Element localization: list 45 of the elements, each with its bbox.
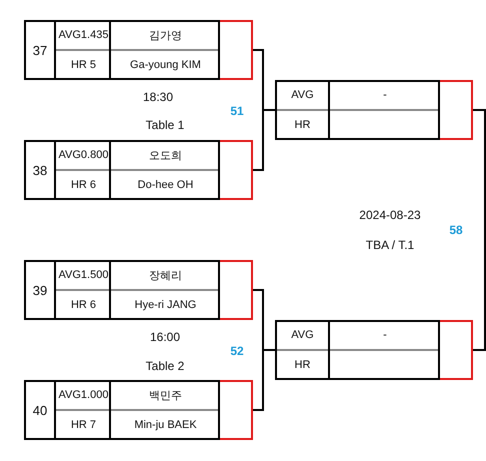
- match-time: 16:00: [150, 330, 180, 344]
- table-label: Table 2: [146, 359, 184, 373]
- average-score: AVG0.800: [58, 148, 109, 163]
- table-label: TBA / T.1: [366, 238, 414, 252]
- match-time: 18:30: [142, 90, 174, 104]
- average-label: AVG: [290, 328, 315, 343]
- bracket-entry: [275, 80, 473, 140]
- bracket-entry: [275, 320, 473, 380]
- player-name: Do-hee OH: [136, 178, 194, 193]
- average-score: AVG1.435: [58, 28, 109, 43]
- player-name: Ga-young KIM: [129, 58, 202, 73]
- high-run: HR 6: [70, 178, 98, 193]
- high-run: HR 5: [70, 58, 98, 73]
- average-label: AVG: [290, 88, 315, 103]
- placeholder-dash: -: [382, 88, 388, 103]
- seed-number: 37: [32, 42, 48, 60]
- player-name: 오도희: [148, 148, 183, 164]
- bracket-line: [253, 349, 275, 411]
- high-run: HR 6: [70, 298, 98, 313]
- high-run-label: HR: [294, 118, 312, 133]
- seed-number: 40: [32, 402, 48, 420]
- match-date: 2024-08-23: [359, 208, 421, 222]
- high-run-label: HR: [294, 358, 312, 373]
- placeholder-dash: -: [382, 328, 388, 343]
- match-number: 58: [449, 223, 463, 237]
- seed-number: 39: [32, 282, 48, 300]
- match-number: 52: [230, 344, 244, 358]
- bracket-line: [473, 231, 486, 351]
- high-run: HR 7: [70, 418, 98, 433]
- bracket-entry: [24, 20, 253, 80]
- seed-number: 38: [32, 162, 48, 180]
- match-number: 51: [230, 104, 244, 118]
- player-name: 장혜리: [148, 268, 183, 284]
- bracket-entry: [24, 140, 253, 200]
- average-score: AVG1.500: [58, 268, 109, 283]
- bracket-entry: [24, 380, 253, 440]
- player-name: 백민주: [148, 388, 183, 404]
- bracket-entry: [24, 260, 253, 320]
- player-name: Hye-ri JANG: [134, 298, 198, 313]
- player-name: Min-ju BAEK: [133, 418, 198, 433]
- table-label: Table 1: [146, 118, 184, 132]
- bracket-line: [473, 109, 486, 233]
- bracket-line: [253, 109, 275, 171]
- player-name: 김가영: [148, 28, 183, 44]
- average-score: AVG1.000: [58, 388, 109, 403]
